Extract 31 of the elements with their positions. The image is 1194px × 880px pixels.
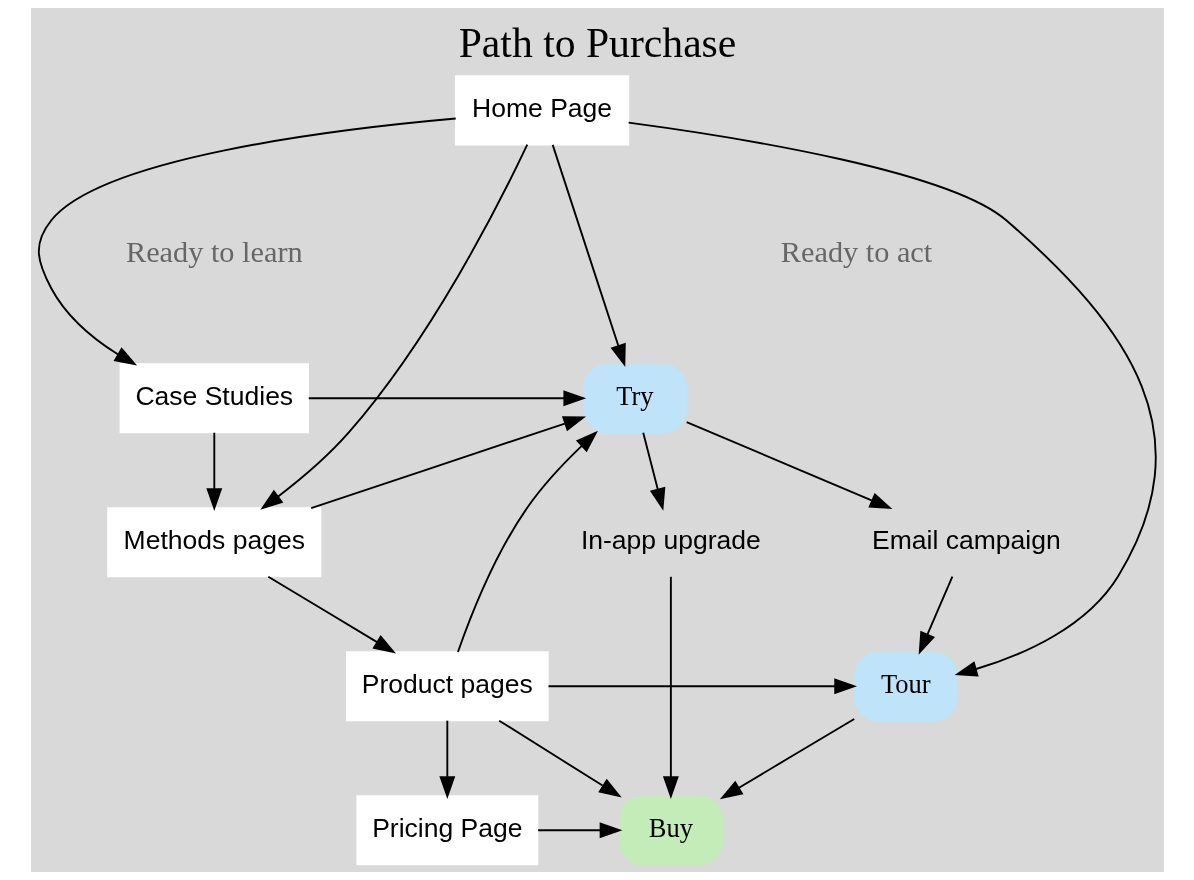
arrow [259, 143, 528, 510]
label: Ready to learn [125, 234, 303, 269]
arrow [309, 416, 586, 510]
arrow [438, 719, 455, 799]
node-box: Try [582, 363, 687, 434]
node-box: Buy [618, 795, 723, 866]
node-box: Case Studies [119, 363, 309, 434]
node-box: Home Page [454, 75, 629, 146]
arrow [551, 143, 626, 367]
label: Ready to act [780, 234, 932, 269]
diagram-title: Path to Purchase [458, 19, 736, 66]
arrow [627, 121, 1156, 677]
node-text: Email campaign [871, 525, 1061, 556]
arrow [662, 575, 679, 799]
arrow [536, 822, 622, 839]
arrow [641, 431, 665, 511]
arrow [547, 678, 857, 695]
arrow [497, 719, 622, 798]
arrow [456, 430, 598, 653]
node-box: Tour [853, 651, 958, 722]
arrow [205, 431, 222, 511]
node-box: Product pages [345, 651, 549, 722]
arrow [37, 117, 457, 366]
node-text: In-app upgrade [580, 525, 761, 556]
node-box: Pricing Page [355, 795, 538, 866]
arrow [918, 575, 953, 655]
arrow [266, 575, 396, 654]
arrow [685, 421, 892, 510]
node-box: Methods pages [106, 507, 321, 578]
arrow [307, 390, 586, 407]
arrow [719, 718, 855, 800]
